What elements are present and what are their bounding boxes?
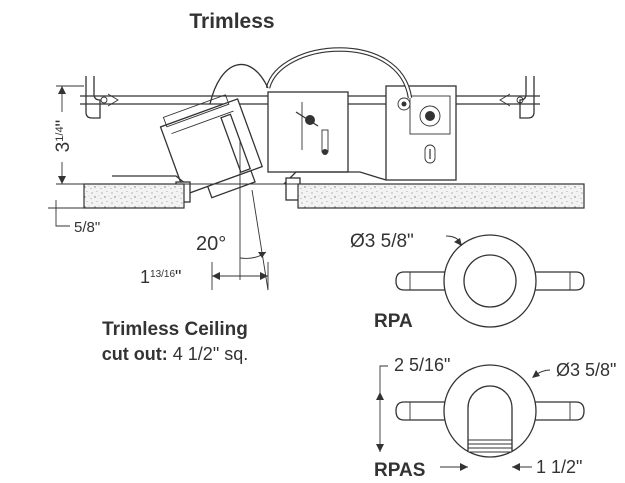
height-dimension-whole: 3 [53, 142, 74, 153]
height-dimension-frac: 1/4 [54, 126, 66, 141]
svg-text:cut out: 4 1/2" sq.: cut out: 4 1/2" sq. [102, 344, 248, 364]
rpas-diameter-label: Ø3 5/8" [556, 360, 616, 380]
rpa-diameter-callout: Ø3 5/8" [350, 231, 462, 252]
rpa-label: RPA [374, 311, 413, 332]
svg-text:113/16": 113/16" [140, 267, 181, 287]
height-dimension-unit: " [53, 120, 74, 127]
cutout-title: Trimless Ceiling [102, 319, 248, 340]
svg-text:31/4": 31/4" [53, 120, 74, 153]
rpa-diameter-label: Ø3 5/8" [350, 231, 414, 252]
tilt-angle-dimension: 20° [196, 233, 267, 259]
cutout-value: 4 1/2" sq. [173, 344, 248, 364]
rpas-top-view [395, 364, 585, 458]
rpas-width-dimension: 1 1/2" [440, 457, 582, 477]
offset-dimension-whole: 1 [140, 267, 150, 287]
rpa-top-view [395, 234, 585, 328]
diagram-title: Trimless [189, 10, 274, 33]
cutout-label: cut out: [102, 344, 168, 364]
offset-dimension: 113/16" [140, 262, 269, 290]
offset-dimension-frac: 13/16 [150, 269, 175, 280]
rpas-depth-dimension: 2 5/16" [376, 355, 450, 452]
rpas-label: RPAS [374, 460, 425, 481]
offset-dimension-unit: " [175, 267, 181, 287]
rpas-depth-label: 2 5/16" [394, 355, 450, 375]
rpas-width-label: 1 1/2" [536, 457, 582, 477]
rpas-diameter-callout: Ø3 5/8" [532, 360, 616, 380]
ceiling-thickness-dimension: 5/8" [48, 200, 100, 236]
fixture-side-view [80, 47, 585, 291]
tilt-angle-label: 20° [196, 233, 226, 255]
height-dimension [48, 85, 84, 185]
ceiling-thickness-label: 5/8" [74, 219, 100, 236]
